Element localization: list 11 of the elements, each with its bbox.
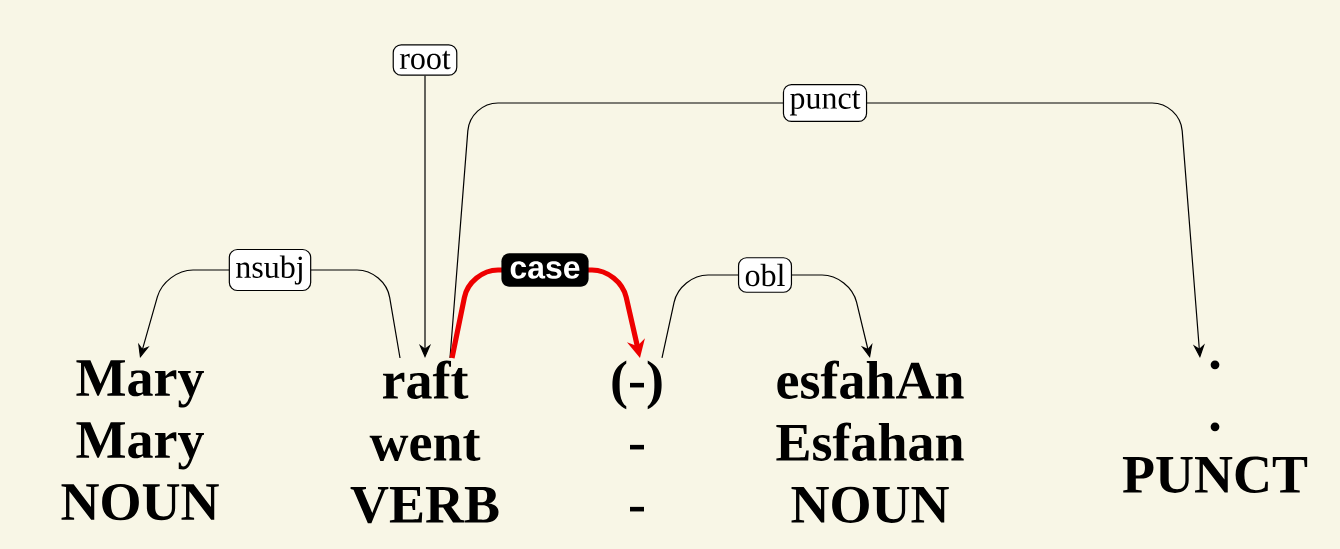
edge-label: obl <box>737 257 793 293</box>
arrow <box>449 102 1205 359</box>
word-column: esfahAn Esfahan NOUN <box>776 360 964 523</box>
word-column: . . PUNCT <box>1122 360 1308 493</box>
word-column: raft went VERB <box>350 360 499 524</box>
edge-label: nsubj <box>228 248 312 292</box>
edge-label: punct <box>782 84 868 122</box>
word-column: Mary Mary NOUN <box>61 360 219 521</box>
word-column: (-) - - <box>612 360 662 512</box>
root-label: root <box>392 44 458 76</box>
edge-label: case <box>501 253 589 287</box>
